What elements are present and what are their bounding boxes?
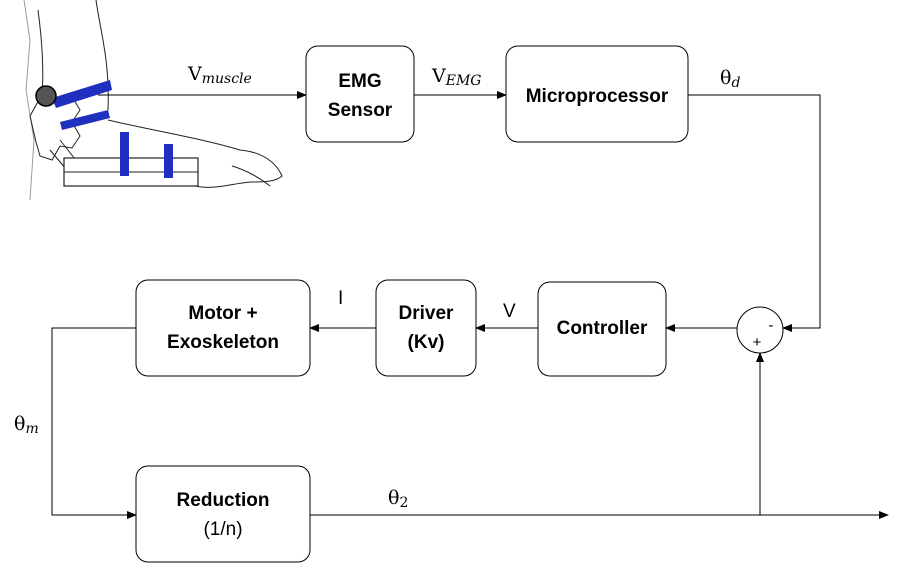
- driver-block: [375, 279, 477, 377]
- motor-exoskeleton-block: [135, 279, 311, 377]
- theta-m-label: θm: [14, 413, 39, 437]
- hand-finger: [231, 165, 271, 187]
- theta-d-path: [688, 94, 821, 332]
- driver-label-1: Driver: [399, 303, 455, 324]
- emg-electrode: [35, 85, 57, 107]
- arm-exoskeleton-illustration: [23, 0, 283, 201]
- torso-outline: [23, 0, 35, 201]
- theta-d-label: θd: [720, 67, 740, 91]
- motor-label-1: Motor +: [188, 303, 257, 324]
- motor-label-2: Exoskeleton: [167, 332, 279, 353]
- emg-sensor-block: [305, 45, 415, 143]
- forearm-outline: [107, 119, 283, 188]
- reduction-block: [135, 465, 311, 563]
- mid-strap: [60, 110, 110, 130]
- emg-sensor-label-2: Sensor: [328, 100, 393, 121]
- upper-strap: [52, 80, 112, 108]
- i-label: I: [338, 288, 343, 309]
- v-muscle-label: Vmuscle: [187, 63, 252, 87]
- emg-sensor-label-1: EMG: [338, 71, 381, 92]
- v-label: V: [503, 301, 516, 322]
- theta-m-path: [51, 327, 137, 519]
- summing-minus-sign: -: [769, 317, 774, 334]
- exo-gear: [29, 95, 81, 161]
- summing-plus-sign: +: [753, 334, 762, 351]
- v-emg-label: VEMG: [431, 65, 481, 89]
- forearm-strap-1: [120, 132, 129, 176]
- microprocessor-label: Microprocessor: [526, 86, 669, 107]
- driver-label-2: (Kv): [408, 332, 445, 353]
- forearm-strap-2: [164, 144, 173, 178]
- theta-2-label: θ2: [388, 487, 408, 511]
- upper-arm-inner: [37, 9, 44, 96]
- reduction-label-1: Reduction: [177, 490, 270, 511]
- reduction-label-2: (1/n): [203, 519, 242, 540]
- controller-label: Controller: [557, 318, 648, 339]
